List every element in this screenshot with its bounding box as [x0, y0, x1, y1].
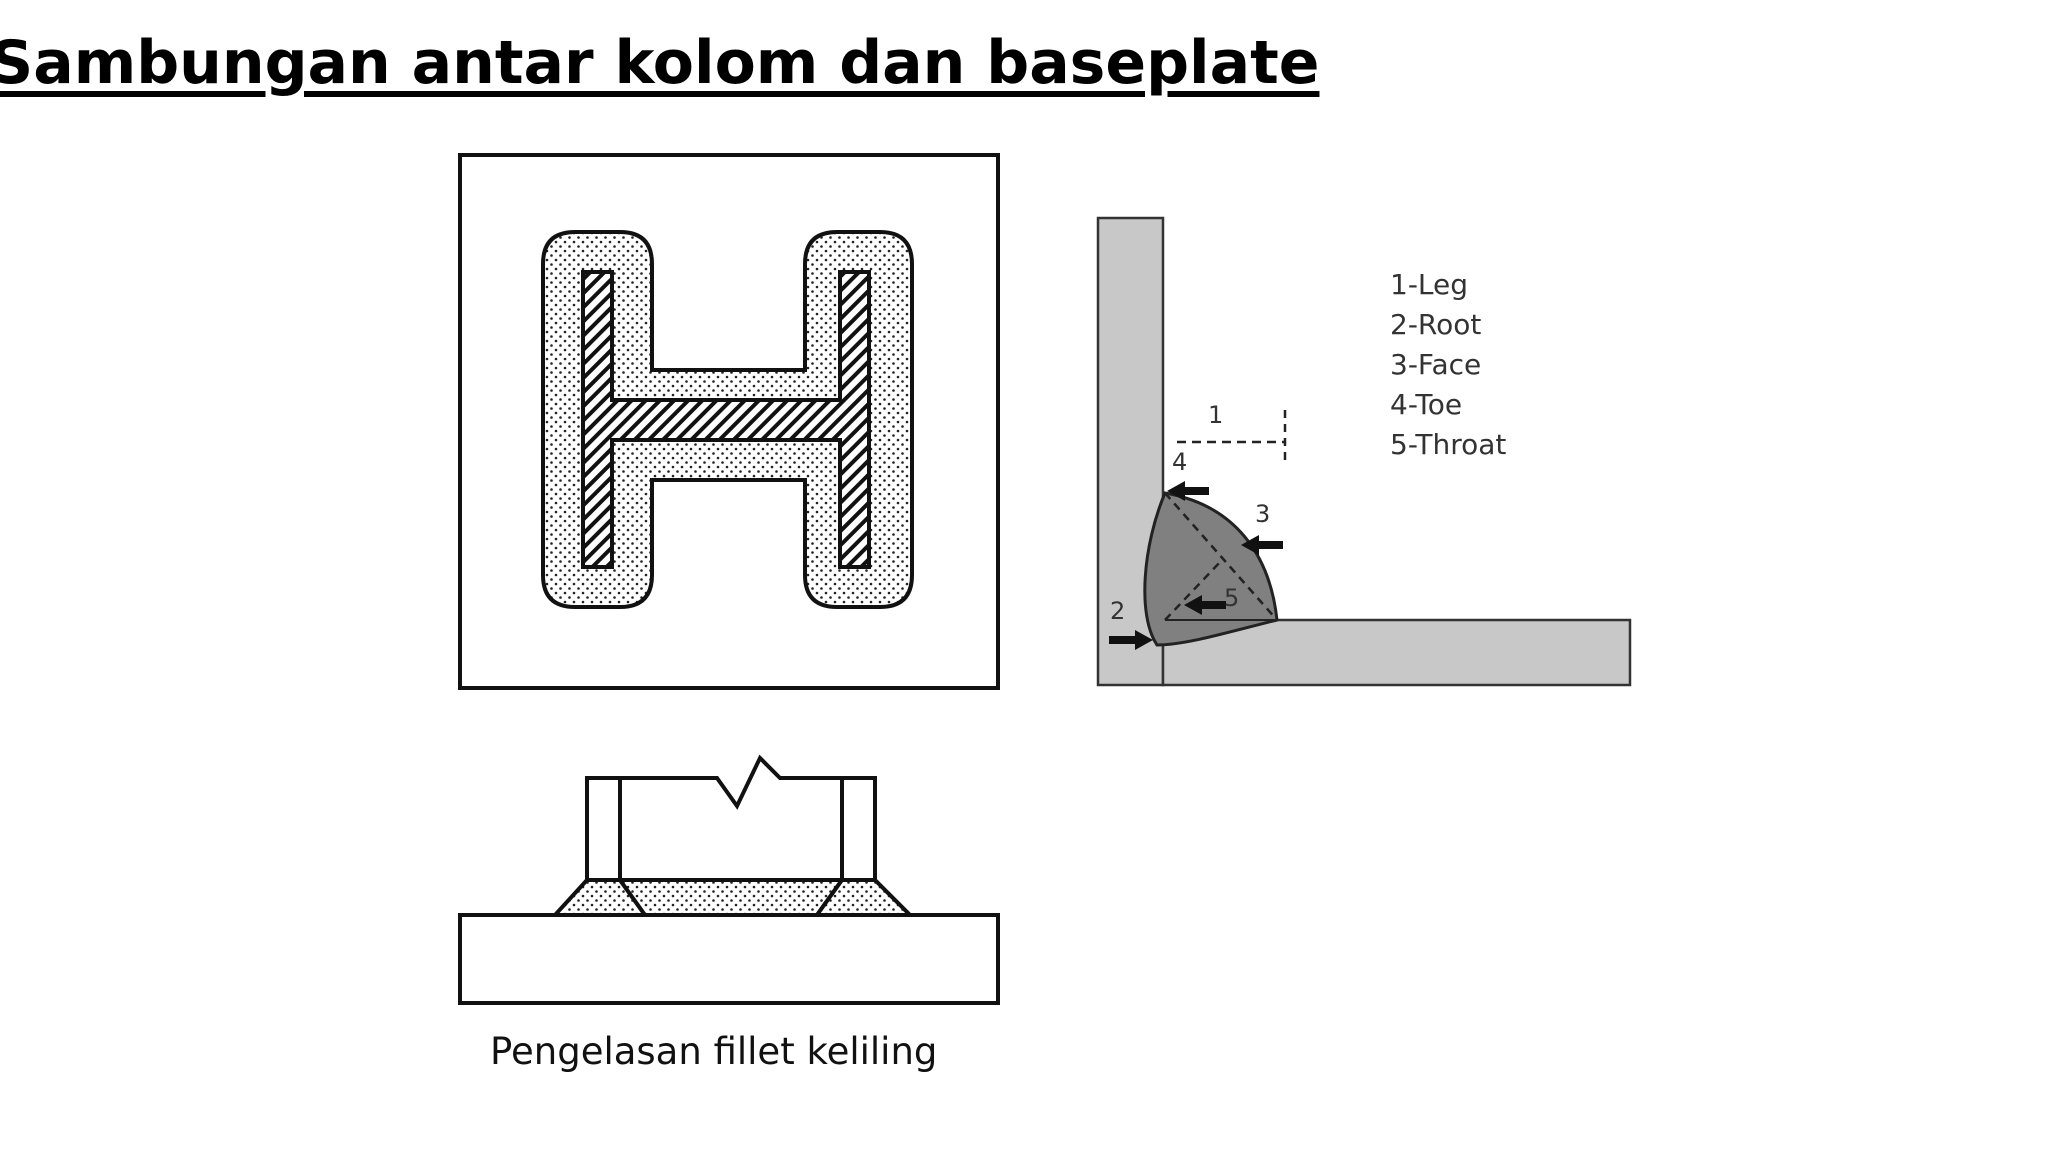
legend-item: 3-Face — [1390, 348, 1482, 381]
arrow-throat — [1184, 595, 1226, 615]
figure-caption: Pengelasan fillet keliling — [490, 1030, 938, 1073]
arrow-toe — [1167, 481, 1209, 501]
legend-item: 2-Root — [1390, 308, 1482, 341]
baseplate-elevation — [458, 913, 1000, 1005]
marker-face: 3 — [1255, 500, 1271, 528]
marker-toe: 4 — [1172, 448, 1188, 476]
h-column-section — [581, 270, 871, 569]
marker-throat: 5 — [1224, 584, 1240, 612]
legend-item: 4-Toe — [1390, 388, 1463, 421]
arrow-face — [1241, 535, 1283, 555]
slide-title: Sambungan antar kolom dan baseplate — [0, 28, 1320, 98]
legend-item: 1-Leg — [1390, 268, 1469, 301]
plan-view-diagram — [458, 153, 1000, 690]
fillet-weld-detail — [1096, 216, 1632, 687]
marker-root: 2 — [1110, 597, 1126, 625]
weld-center — [616, 878, 846, 917]
horizontal-plate — [1161, 618, 1632, 687]
marker-leg: 1 — [1208, 401, 1224, 429]
weld-legend: 1-Leg 2-Root 3-Face 4-Toe 5-Throat — [1390, 265, 1506, 465]
legend-item: 5-Throat — [1390, 428, 1507, 461]
elevation-view-diagram — [458, 754, 1000, 1005]
arrow-root — [1109, 630, 1153, 650]
column-elevation — [585, 754, 877, 915]
